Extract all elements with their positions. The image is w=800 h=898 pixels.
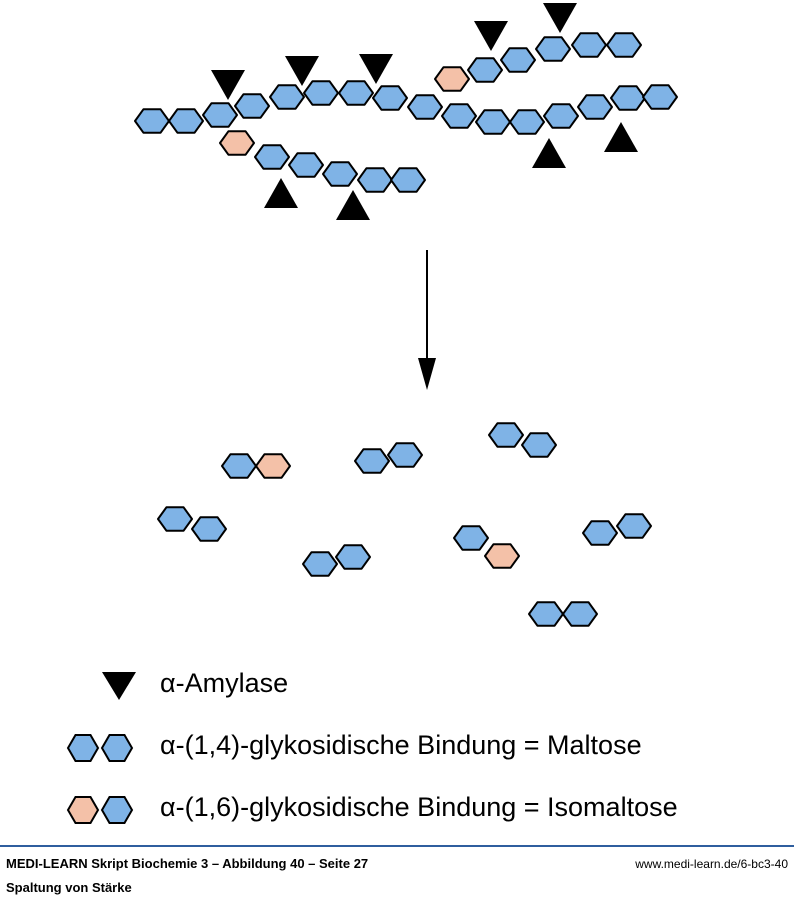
starch-cleavage-diagram — [134, 3, 678, 627]
amylase-icon — [359, 54, 393, 84]
glucose-unit — [288, 152, 324, 178]
maltose-product-unit — [191, 516, 227, 542]
footer-subtitle: Spaltung von Stärke — [6, 880, 132, 895]
glucose-unit — [642, 84, 678, 110]
amylase-icon — [604, 122, 638, 152]
glucose-unit — [303, 80, 339, 106]
amylase-icon — [532, 138, 566, 168]
amylase-icon — [474, 21, 508, 51]
amylase-label: α-Amylase — [160, 668, 289, 698]
glucose-unit — [390, 167, 426, 193]
maltose-product-unit — [562, 601, 598, 627]
glucose-unit — [571, 32, 607, 58]
maltose-product-unit — [582, 520, 618, 546]
isomaltose-icon — [66, 796, 134, 824]
isomaltose-product-unit — [255, 453, 291, 479]
arrow-head-icon — [418, 358, 436, 390]
glucose-unit — [219, 130, 255, 156]
amylase-icon — [211, 70, 245, 100]
glucose-unit — [202, 102, 238, 128]
isomaltose-product-unit — [453, 525, 489, 551]
maltose-product-unit — [335, 544, 371, 570]
maltose-icon — [66, 734, 134, 762]
glucose-unit — [434, 66, 470, 92]
glucose-unit — [606, 32, 642, 58]
maltose-product-unit — [354, 448, 390, 474]
footer-divider — [0, 845, 794, 847]
glucose-unit — [168, 108, 204, 134]
glucose-unit — [543, 103, 579, 129]
maltose-product-unit — [302, 551, 338, 577]
isomaltose-product-unit — [221, 453, 257, 479]
footer-url: www.medi-learn.de/6-bc3-40 — [635, 857, 788, 871]
glucose-unit — [134, 108, 170, 134]
glucose-unit — [509, 109, 545, 135]
maltose-product-unit — [616, 513, 652, 539]
glucose-unit — [407, 94, 443, 120]
maltose-product-unit — [488, 422, 524, 448]
maltose-product-unit — [157, 506, 193, 532]
down-triangle-icon — [102, 672, 136, 700]
isomaltose-product-unit — [484, 543, 520, 569]
glucose-unit — [269, 84, 305, 110]
amylase-icon — [543, 3, 577, 33]
glucose-unit — [475, 109, 511, 135]
amylase-icon — [264, 178, 298, 208]
glucose-unit — [372, 85, 408, 111]
glucose-unit — [467, 57, 503, 83]
isomaltose-label: α-(1,6)-glykosidische Bindung = Isomalto… — [160, 792, 678, 822]
glucose-unit — [441, 103, 477, 129]
amylase-icon — [285, 56, 319, 86]
legend-amylase: α-Amylase — [0, 666, 800, 706]
footer-title: MEDI-LEARN Skript Biochemie 3 – Abbildun… — [6, 856, 369, 871]
glucose-unit — [338, 80, 374, 106]
maltose-product-unit — [387, 442, 423, 468]
glucose-unit — [500, 47, 536, 73]
glucose-unit — [357, 167, 393, 193]
glucose-unit — [322, 161, 358, 187]
glucose-unit — [254, 144, 290, 170]
glucose-unit — [577, 94, 613, 120]
glucose-unit — [535, 36, 571, 62]
maltose-product-unit — [521, 432, 557, 458]
glucose-unit — [610, 85, 646, 111]
maltose-label: α-(1,4)-glykosidische Bindung = Maltose — [160, 730, 642, 760]
maltose-product-unit — [528, 601, 564, 627]
amylase-icon — [336, 190, 370, 220]
glucose-unit — [234, 93, 270, 119]
legend-isomaltose: α-(1,6)-glykosidische Bindung = Isomalto… — [0, 790, 800, 830]
legend-maltose: α-(1,4)-glykosidische Bindung = Maltose — [0, 728, 800, 768]
